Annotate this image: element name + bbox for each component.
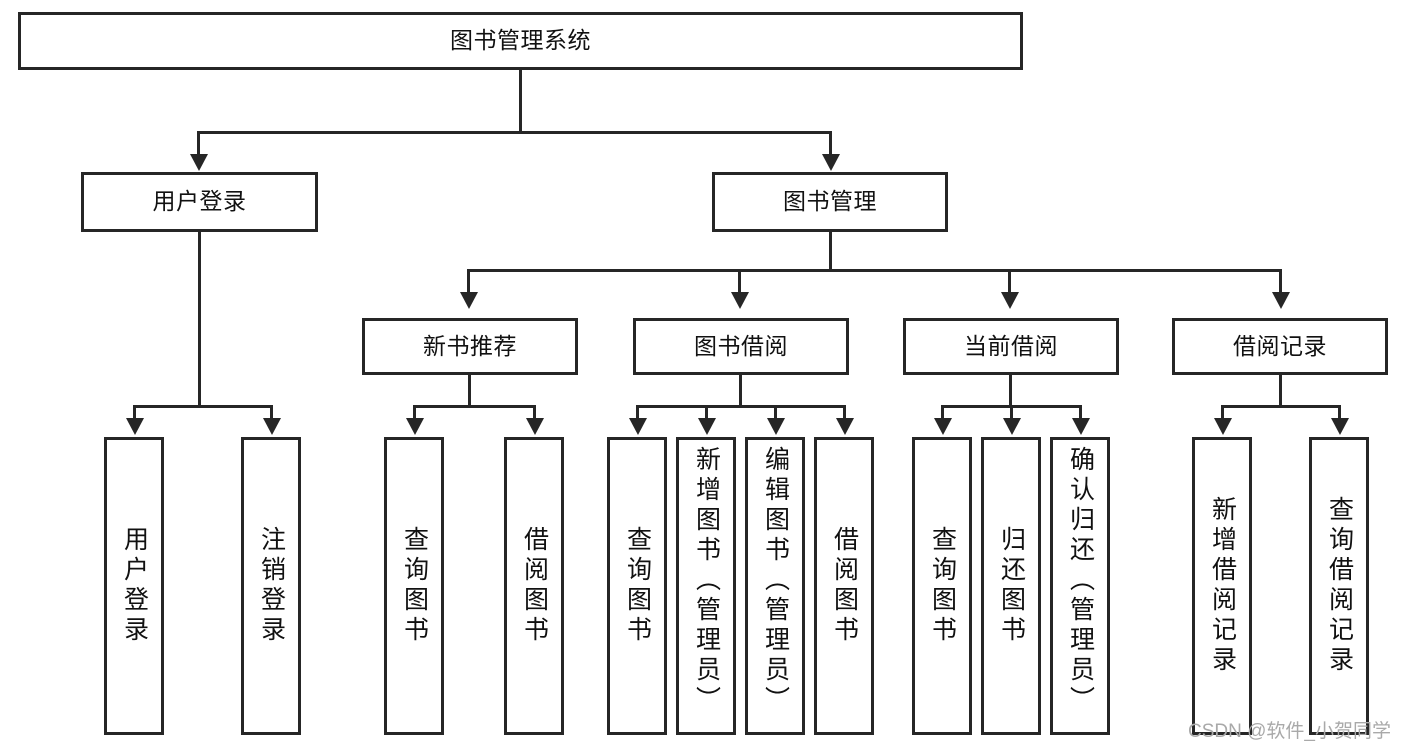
node-book-borrow[interactable]: 图书借阅 <box>633 318 849 375</box>
leaf-book-borrow-4[interactable]: 借阅图书 <box>814 437 874 735</box>
connector-bm-to-borrow-record <box>1279 269 1282 294</box>
node-label: 新书推荐 <box>423 332 517 359</box>
node-label: 图书借阅 <box>694 332 788 359</box>
connector-user-login-stem <box>198 232 201 406</box>
arrow-book-borrow-to-leaf-3 <box>767 418 785 435</box>
leaf-book-borrow-1[interactable]: 查询图书 <box>607 437 667 735</box>
connector-root-bar <box>197 131 831 134</box>
leaf-borrow-record-2[interactable]: 查询借阅记录 <box>1309 437 1369 735</box>
connector-user-login-bar <box>133 405 272 408</box>
arrow-book-borrow-to-leaf-1 <box>629 418 647 435</box>
node-label: 归还图书 <box>997 526 1026 646</box>
connector-new-book-to-leaf-1 <box>413 405 416 420</box>
node-root-book-management-system[interactable]: 图书管理系统 <box>18 12 1023 70</box>
leaf-current-borrow-2[interactable]: 归还图书 <box>981 437 1041 735</box>
arrow-bm-to-current-borrow <box>1001 292 1019 309</box>
node-user-login[interactable]: 用户登录 <box>81 172 318 232</box>
connector-book-borrow-to-leaf-1 <box>636 405 639 420</box>
connector-new-book-to-leaf-2 <box>533 405 536 420</box>
connector-book-management-bar <box>467 269 1279 272</box>
node-label: 用户登录 <box>120 526 149 646</box>
connector-bm-to-book-borrow <box>738 269 741 294</box>
node-label: 借阅图书 <box>830 526 859 646</box>
connector-user-login-to-leaf-1 <box>133 405 136 420</box>
node-label: 查询图书 <box>928 526 957 646</box>
node-label: 当前借阅 <box>964 332 1058 359</box>
connector-new-book-stem <box>468 375 471 407</box>
arrow-borrow-record-to-leaf-2 <box>1331 418 1349 435</box>
node-label: 新增借阅记录 <box>1208 496 1237 676</box>
arrow-root-to-user-login <box>190 154 208 171</box>
leaf-borrow-record-1[interactable]: 新增借阅记录 <box>1192 437 1252 735</box>
node-label: 新增图书（管理员） <box>692 446 721 716</box>
connector-root-stem <box>519 70 522 132</box>
connector-borrow-record-to-leaf-1 <box>1221 405 1224 420</box>
leaf-new-book-recommend-2[interactable]: 借阅图书 <box>504 437 564 735</box>
node-label: 图书管理系统 <box>450 27 591 54</box>
connector-current-borrow-stem <box>1009 375 1012 407</box>
node-borrow-record[interactable]: 借阅记录 <box>1172 318 1388 375</box>
leaf-user-login-1[interactable]: 用户登录 <box>104 437 164 735</box>
connector-user-login-to-leaf-2 <box>270 405 273 420</box>
connector-current-borrow-to-leaf-1 <box>941 405 944 420</box>
leaf-current-borrow-3[interactable]: 确认归还（管理员） <box>1050 437 1110 735</box>
node-label: 查询图书 <box>400 526 429 646</box>
arrow-bm-to-book-borrow <box>731 292 749 309</box>
node-label: 用户登录 <box>152 188 247 215</box>
node-current-borrow[interactable]: 当前借阅 <box>903 318 1119 375</box>
leaf-book-borrow-3[interactable]: 编辑图书（管理员） <box>745 437 805 735</box>
arrow-current-borrow-to-leaf-3 <box>1072 418 1090 435</box>
connector-borrow-record-stem <box>1279 375 1282 407</box>
arrow-bm-to-borrow-record <box>1272 292 1290 309</box>
node-label: 查询图书 <box>623 526 652 646</box>
leaf-new-book-recommend-1[interactable]: 查询图书 <box>384 437 444 735</box>
connector-book-borrow-stem <box>739 375 742 407</box>
connector-borrow-record-bar <box>1221 405 1341 408</box>
connector-book-borrow-to-leaf-2 <box>705 405 708 420</box>
connector-book-management-stem <box>829 232 832 272</box>
arrow-current-borrow-to-leaf-1 <box>934 418 952 435</box>
connector-root-to-book-management <box>829 131 832 156</box>
arrow-bm-to-new-book <box>460 292 478 309</box>
connector-borrow-record-to-leaf-2 <box>1338 405 1341 420</box>
connector-current-borrow-to-leaf-3 <box>1079 405 1082 420</box>
connector-book-borrow-to-leaf-3 <box>774 405 777 420</box>
arrow-user-login-to-leaf-2 <box>263 418 281 435</box>
node-book-management[interactable]: 图书管理 <box>712 172 948 232</box>
arrow-new-book-to-leaf-2 <box>526 418 544 435</box>
arrow-new-book-to-leaf-1 <box>406 418 424 435</box>
leaf-book-borrow-2[interactable]: 新增图书（管理员） <box>676 437 736 735</box>
node-label: 注销登录 <box>257 526 286 646</box>
node-label: 图书管理 <box>783 188 877 215</box>
node-label: 借阅图书 <box>520 526 549 646</box>
node-label: 确认归还（管理员） <box>1066 446 1095 716</box>
arrow-root-to-book-management <box>822 154 840 171</box>
leaf-user-login-2[interactable]: 注销登录 <box>241 437 301 735</box>
connector-current-borrow-to-leaf-2 <box>1010 405 1013 420</box>
connector-root-to-user-login <box>197 131 200 156</box>
arrow-user-login-to-leaf-1 <box>126 418 144 435</box>
node-label: 编辑图书（管理员） <box>761 446 790 716</box>
arrow-current-borrow-to-leaf-2 <box>1003 418 1021 435</box>
connector-book-borrow-bar <box>636 405 844 408</box>
arrow-book-borrow-to-leaf-2 <box>698 418 716 435</box>
connector-bm-to-current-borrow <box>1008 269 1011 294</box>
node-label: 查询借阅记录 <box>1325 496 1354 676</box>
node-new-book-recommend[interactable]: 新书推荐 <box>362 318 578 375</box>
connector-book-borrow-to-leaf-4 <box>843 405 846 420</box>
arrow-book-borrow-to-leaf-4 <box>836 418 854 435</box>
leaf-current-borrow-1[interactable]: 查询图书 <box>912 437 972 735</box>
arrow-borrow-record-to-leaf-1 <box>1214 418 1232 435</box>
connector-new-book-bar <box>413 405 536 408</box>
node-label: 借阅记录 <box>1233 332 1327 359</box>
connector-bm-to-new-book <box>467 269 470 294</box>
